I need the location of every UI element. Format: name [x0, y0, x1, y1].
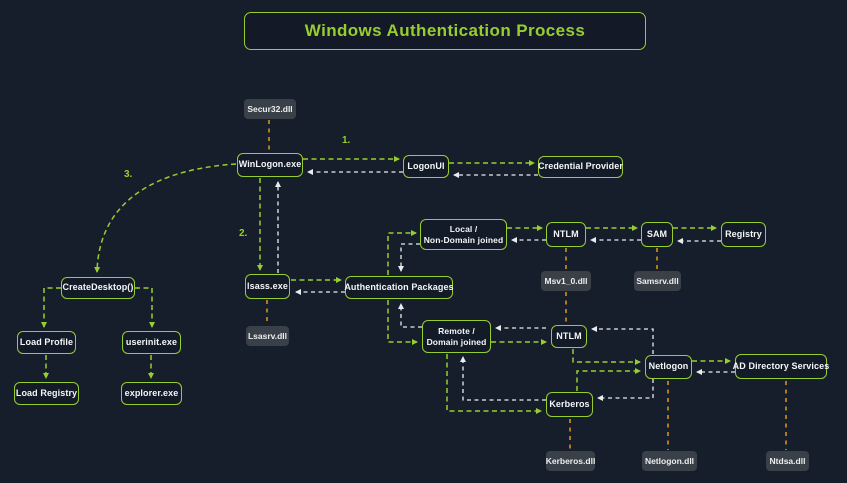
dll-kerberos: Kerberos.dll	[546, 451, 595, 471]
node-logonui: LogonUI	[403, 155, 449, 178]
node-explorer-exe: explorer.exe	[121, 382, 182, 405]
node-remote-domain-joined: Remote / Domain joined	[422, 320, 491, 353]
diagram-title: Windows Authentication Process	[304, 21, 586, 40]
node-load-registry: Load Registry	[14, 382, 79, 405]
node-load-profile: Load Profile	[17, 331, 76, 354]
arrow-createdesktop-to-loadprofile	[41, 287, 61, 328]
diagram-title-box: Windows Authentication Process	[244, 12, 646, 50]
arrow-netlogon-to-kerberos	[597, 379, 654, 401]
node-userinit-exe: userinit.exe	[122, 331, 181, 354]
arrow-remote-to-kerberos	[446, 354, 542, 414]
dll-secur32: Secur32.dll	[244, 99, 296, 119]
node-remote-line1: Remote /	[438, 325, 475, 336]
step-label-2: 2.	[239, 228, 248, 239]
step-label-1: 1.	[342, 135, 351, 146]
arrow-ntlm2-to-netlogon	[572, 349, 641, 365]
step-label-3: 3.	[124, 169, 133, 180]
node-local-non-domain-joined: Local / Non-Domain joined	[420, 219, 507, 250]
node-local-line2: Non-Domain joined	[423, 234, 504, 245]
node-kerberos: Kerberos	[546, 392, 593, 417]
arrow-authpackages-to-remote	[387, 300, 418, 345]
dll-ntdsa: Ntdsa.dll	[766, 451, 809, 471]
node-lsass-exe: lsass.exe	[245, 274, 290, 299]
node-winlogon-exe: WinLogon.exe	[237, 153, 303, 177]
node-createdesktop: CreateDesktop()	[61, 277, 135, 299]
arrow-kerberos-to-remote	[460, 356, 546, 401]
dll-samsrv: Samsrv.dll	[634, 271, 681, 291]
dll-lsasrv: Lsasrv.dll	[246, 326, 289, 346]
arrow-kerberos-to-netlogon	[576, 368, 641, 391]
node-ad-directory-services: AD Directory Services	[733, 354, 829, 379]
dll-msv1-0: Msv1_0.dll	[541, 271, 591, 291]
node-credential-provider: Credential Provider	[538, 156, 623, 178]
dll-netlogon: Netlogon.dll	[642, 451, 697, 471]
node-authentication-packages: Authentication Packages	[344, 276, 454, 299]
arrow-winlogon-to-createdesktop	[94, 163, 237, 273]
node-registry: Registry	[721, 222, 766, 247]
arrow-authpackages-to-local	[387, 230, 417, 275]
node-sam: SAM	[641, 222, 673, 247]
node-ntlm-domain: NTLM	[551, 325, 587, 348]
arrow-local-to-authpackages	[398, 243, 420, 272]
node-local-line1: Local /	[449, 223, 478, 234]
node-ntlm-local: NTLM	[546, 222, 586, 247]
arrow-netlogon-to-ntlm2	[591, 326, 654, 354]
node-netlogon: Netlogon	[645, 355, 692, 379]
arrow-createdesktop-to-userinit	[135, 287, 155, 328]
node-remote-line2: Domain joined	[426, 336, 487, 347]
arrow-remote-to-authpackages	[398, 303, 422, 328]
